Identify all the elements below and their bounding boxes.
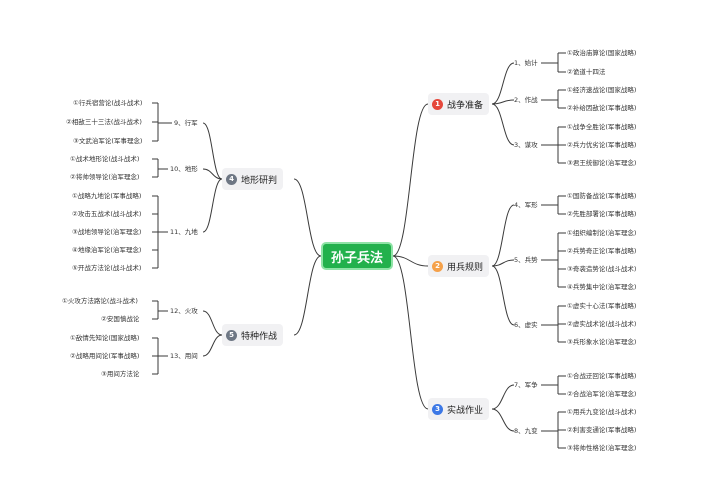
connector-line [392,103,429,257]
leaf-item[interactable]: ②相敌三十三法(战斗战术) [66,118,142,126]
connector-line [491,204,515,267]
branch-label: 实战作业 [447,405,484,416]
topic-xushi[interactable]: 6、虚实 [514,321,538,329]
connector-line [491,103,515,146]
leaf-item[interactable]: ①国防备战论(军事战略) [567,192,637,200]
topic-zuozhan[interactable]: 2、作战 [514,96,538,104]
leaf-item[interactable]: ②利害变通论(军事战略) [567,426,637,434]
leaf-item[interactable]: ①经济速战论(国家战略) [567,86,637,94]
leaf-item[interactable]: ②先胜部署论(军事战略) [567,210,637,218]
topic-bingshi[interactable]: 5、兵势 [514,256,538,264]
leaf-item[interactable]: ②战略用间论(军事战略) [70,352,140,360]
branch-label: 地形研判 [241,175,278,186]
topic-jiudi[interactable]: 11、九地 [170,228,198,236]
leaf-item[interactable]: ①行兵宿营论(战斗战术) [73,99,143,107]
connector-line [491,265,515,326]
connector-line [491,384,515,410]
connector-line [202,310,223,336]
leaf-item[interactable]: ③奇袭造势论(战斗战术) [567,265,637,273]
connector-line [202,334,223,357]
leaf-item[interactable]: ①火攻方法路论(战斗战术) [62,297,138,305]
leaf-item[interactable]: ①用兵九变论(战斗战术) [567,408,637,416]
leaf-item[interactable]: ④地缘治军论(治军理念) [72,246,142,254]
leaf-item[interactable]: ①战争全胜论(军事战略) [567,123,637,131]
connector-line [491,99,515,105]
topic-huogong[interactable]: 12、火攻 [170,307,198,315]
number-badge-icon: 3 [432,403,443,415]
topic-yongjian[interactable]: 13、用间 [170,352,198,360]
topic-shiji[interactable]: 1、始计 [514,59,538,67]
leaf-item[interactable]: ②合战治军论(治军理念) [567,390,637,398]
connector-line [293,178,322,257]
leaf-item[interactable]: ①合战迂回论(军事战略) [567,372,637,380]
leaf-item[interactable]: ①战略九地论(军事战略) [72,192,142,200]
number-badge-icon: 2 [432,260,443,272]
connector-line [392,255,429,410]
leaf-item[interactable]: ②兵力优劣论(军事战略) [567,141,637,149]
leaf-item[interactable]: ②虚实战术论(战斗战术) [567,320,637,328]
connector-line [491,62,515,105]
branch-shizhan[interactable]: 3 实战作业 [428,398,490,420]
connector-line [202,122,223,180]
leaf-item[interactable]: ①虚实十心法(军事战略) [567,302,637,310]
number-badge-icon: 4 [226,173,237,185]
leaf-item[interactable]: ③战地领导论(治军理念) [72,228,142,236]
leaf-item[interactable]: ③将帅性格论(治军理念) [567,444,637,452]
topic-jiubian[interactable]: 8、九变 [514,427,538,435]
topic-junzheng[interactable]: 7、军争 [514,381,538,389]
branch-label: 特种作战 [241,331,278,342]
leaf-item[interactable]: ①组织编制论(治军理念) [567,229,637,237]
leaf-item[interactable]: ②兵势奇正论(军事战略) [567,247,637,255]
leaf-item[interactable]: ②补给因敌论(军事战略) [567,104,637,112]
leaf-item[interactable]: ①敌情先知论(国家战略) [70,334,140,342]
topic-mougong[interactable]: 3、谋攻 [514,141,538,149]
leaf-item[interactable]: ③君王统御论(治军理念) [567,159,637,167]
branch-zhanzheng[interactable]: 1 战争准备 [428,93,490,115]
branch-label: 战争准备 [447,100,484,111]
topic-xingjun[interactable]: 9、行军 [174,119,198,127]
leaf-item[interactable]: ②将帅领导论(治军理念) [70,173,140,181]
connector-line [491,408,515,432]
connector-line [491,259,515,267]
branch-label: 用兵规则 [447,262,484,273]
leaf-item[interactable]: ③用间方法论 [101,370,140,378]
leaf-item[interactable]: ③文武治军论(军事理念) [73,137,143,145]
branch-yongbing[interactable]: 2 用兵规则 [428,255,490,277]
topic-junxing[interactable]: 4、军形 [514,201,538,209]
leaf-item[interactable]: ②诡道十四法 [567,68,606,76]
leaf-item[interactable]: ①战术地形论(战斗战术) [70,155,140,163]
leaf-item[interactable]: ③兵形象水论(治军理念) [567,338,637,346]
number-badge-icon: 1 [432,98,443,110]
leaf-item[interactable]: ④兵势集中论(治军理念) [567,283,637,291]
leaf-item[interactable]: ②安国慎战论 [101,315,140,323]
leaf-item[interactable]: ⑤开战方法论(战斗战术) [72,264,142,272]
number-badge-icon: 5 [226,329,237,341]
leaf-item[interactable]: ②攻击五战术(战斗战术) [72,210,142,218]
topic-dixing[interactable]: 10、地形 [170,165,198,173]
branch-dixing[interactable]: 4 地形研判 [222,168,284,190]
root-node[interactable]: 孙子兵法 [321,242,393,270]
connector-line [202,168,223,180]
branch-tezhong[interactable]: 5 特种作战 [222,324,284,346]
connector-line [293,255,322,336]
leaf-item[interactable]: ①政治庙算论(国家战略) [567,49,637,57]
connector-line [392,255,429,267]
connector-line [202,178,223,233]
